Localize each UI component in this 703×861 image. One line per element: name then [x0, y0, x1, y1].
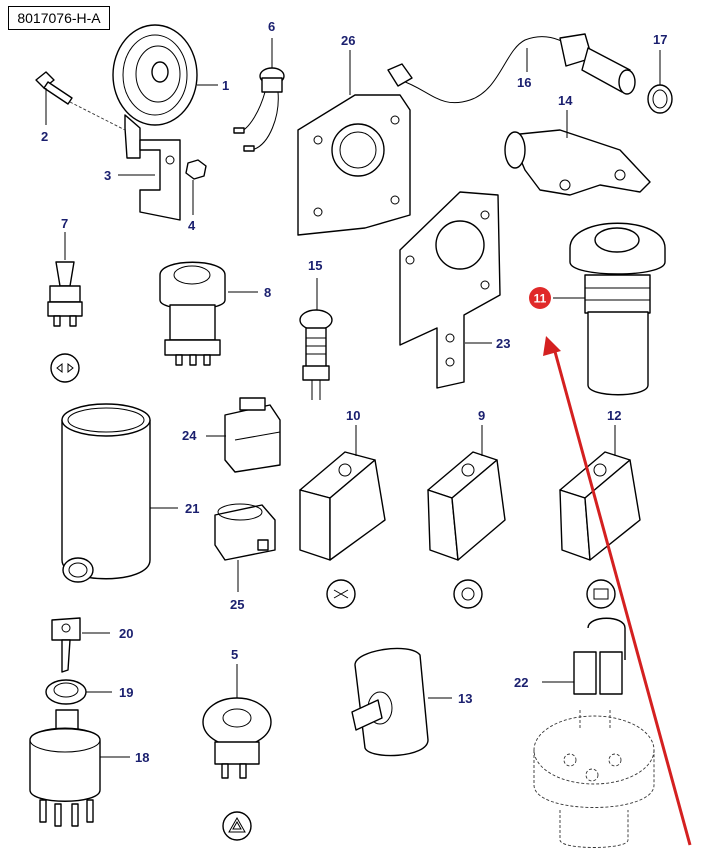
mounting-plate-part [297, 50, 411, 236]
switch-10-part [299, 425, 386, 609]
sensor-cable-part [387, 33, 636, 104]
callout-15: 15 [308, 258, 322, 273]
connector-body-part [504, 110, 651, 196]
callout-9: 9 [478, 408, 485, 423]
callout-4: 4 [188, 218, 196, 233]
lamp-holder-part [299, 278, 333, 400]
callout-24: 24 [182, 428, 197, 443]
callout-13: 13 [458, 691, 472, 706]
highlight-marker-11: 11 [529, 287, 551, 309]
callout-10: 10 [346, 408, 360, 423]
bracket-part [118, 139, 181, 221]
callout-17: 17 [653, 32, 667, 47]
cylinder-housing-part [61, 403, 178, 583]
callout-20: 20 [119, 626, 133, 641]
rotary-switch-part [351, 647, 452, 757]
callout-7: 7 [61, 216, 68, 231]
cap-switch-part [553, 222, 666, 396]
callout-25: 25 [230, 597, 244, 612]
nut-part [185, 159, 207, 215]
callout-11: 11 [534, 292, 547, 306]
indicator-lamp-part [233, 38, 285, 152]
callout-23: 23 [496, 336, 510, 351]
reference-code: 8017076-H-A [8, 6, 110, 30]
callout-3: 3 [104, 168, 111, 183]
connector-25-part [214, 503, 276, 592]
callout-21: 21 [185, 501, 199, 516]
switch-12-part [559, 425, 641, 609]
annotation-arrow [543, 336, 692, 846]
bolt-part [35, 71, 126, 131]
relay-part [533, 617, 655, 848]
ignition-key-part [51, 617, 110, 673]
warning-switch-part [159, 261, 258, 366]
callout-12: 12 [607, 408, 621, 423]
callout-19: 19 [119, 685, 133, 700]
switch-9-part [427, 425, 506, 609]
callout-2: 2 [41, 129, 48, 144]
ignition-switch-part [29, 709, 130, 827]
tab-plate-part [399, 191, 501, 389]
callout-8: 8 [264, 285, 271, 300]
callout-18: 18 [135, 750, 149, 765]
push-button-part [202, 664, 272, 841]
washer-part [647, 50, 673, 114]
ring-nut-part [45, 679, 112, 705]
callout-14: 14 [558, 93, 573, 108]
rocker-switch-part [47, 232, 83, 383]
callout-16: 16 [517, 75, 531, 90]
callout-1: 1 [222, 78, 229, 93]
connector-24-part [206, 397, 281, 473]
callout-5: 5 [231, 647, 238, 662]
callout-26: 26 [341, 33, 355, 48]
callout-22: 22 [514, 675, 528, 690]
horn-part [112, 24, 218, 159]
callout-6: 6 [268, 19, 275, 34]
